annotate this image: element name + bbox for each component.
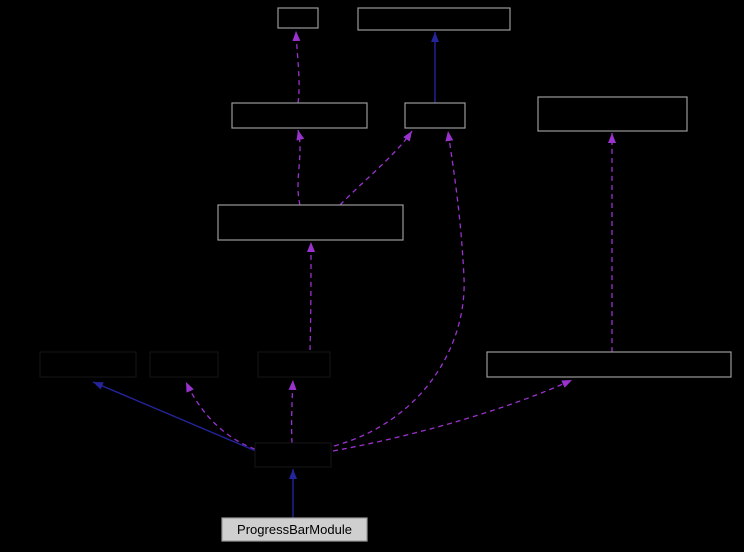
edge-collab-base-to-node4-arc <box>333 130 465 447</box>
edge-inherit-base-to-farleft <box>92 381 257 452</box>
edge-collab-node3-to-node1 <box>292 30 301 104</box>
main-node-box <box>221 517 368 542</box>
edge-collab-base-to-left <box>185 381 256 450</box>
edge-collab-mid-to-node6 <box>306 241 315 351</box>
node-row2-center[interactable] <box>404 102 466 129</box>
node-row2-left[interactable] <box>231 102 368 129</box>
node-row3[interactable] <box>217 204 404 241</box>
node-top-small[interactable] <box>277 7 319 29</box>
edge-collab-node6-to-node4 <box>339 130 413 206</box>
node-obscured-mid <box>257 351 331 378</box>
node-obscured-left <box>149 351 219 378</box>
node-top-wide[interactable] <box>357 7 511 31</box>
node-obscured-far-left <box>39 351 137 378</box>
node-row2-right[interactable] <box>537 96 688 132</box>
edge-collab-node6-to-node3 <box>296 129 305 206</box>
main-node-label: ProgressBarModule <box>237 522 352 537</box>
edge-collab-base-to-mid <box>288 379 297 444</box>
edge-collab-base-to-node7 <box>332 379 573 452</box>
node-row4-wide[interactable] <box>486 351 732 378</box>
node-obscured-base <box>254 442 332 468</box>
